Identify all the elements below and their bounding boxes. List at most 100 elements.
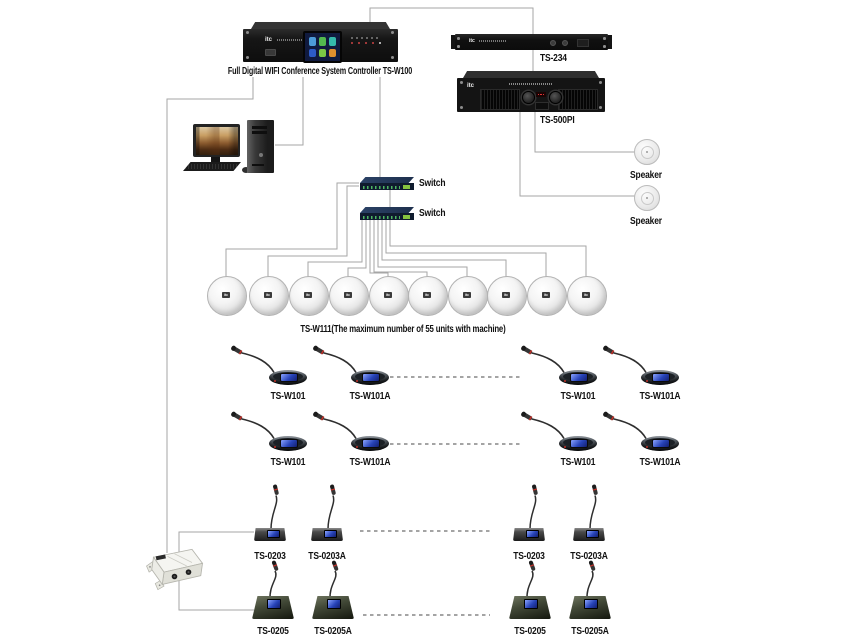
mic-gooseneck: [521, 411, 565, 439]
switch-front: [360, 183, 414, 190]
mic-0205-3: [485, 560, 575, 640]
mic-0203-3-label: TS-0203: [513, 551, 545, 562]
controller-touchscreen: [303, 31, 342, 63]
mic-screen: [652, 372, 670, 382]
mic-w101-r1-1-label: TS-W101: [270, 391, 306, 402]
ceiling-unit-logo-chip: itc: [264, 292, 272, 298]
mic-red-dot: [274, 446, 276, 448]
mic-capsule: [592, 484, 598, 495]
ceiling-unit-9: itc: [527, 276, 567, 316]
ceiling-unit-8: itc: [487, 276, 527, 316]
ceiling-unit-logo-chip: itc: [582, 292, 590, 298]
amp-knob-left: [522, 91, 535, 104]
mic-capsule: [331, 560, 339, 571]
mic-0205-1: [228, 560, 318, 640]
ceiling-speaker-2: [634, 185, 660, 211]
mic-capsule: [330, 484, 336, 495]
wire-switch-ceiling-4: [347, 220, 367, 277]
mic-capsule: [521, 411, 533, 421]
mic-gooseneck: [231, 345, 275, 373]
mouse: [242, 167, 250, 173]
monitor-screen: [195, 126, 238, 155]
controller-logo: itc: [265, 37, 273, 43]
ceiling-unit-1: itc: [207, 276, 247, 316]
mic-red-dot: [356, 446, 358, 448]
network-switch-2: [360, 207, 420, 221]
mic-w101-r2-3: [520, 401, 636, 471]
mic-screen: [267, 598, 281, 609]
mic-screen: [526, 529, 539, 538]
wire-amp-speaker2: [519, 112, 635, 197]
speaker-dot: [645, 196, 648, 199]
mic-gooseneck: [313, 345, 357, 373]
ts234-logo: itc: [469, 38, 475, 44]
mic-w101-r1-3: [520, 335, 636, 405]
amp-display: [536, 92, 546, 97]
wire-controller-ts234: [369, 7, 534, 36]
mic-gooseneck: [521, 345, 565, 373]
mic-0205-3-label: TS-0205: [514, 626, 546, 637]
rack-ear-left: [451, 35, 456, 49]
mic-0203-4: [544, 484, 634, 566]
mic-0205-2-label: TS-0205A: [314, 626, 352, 637]
controller-button: [265, 49, 276, 56]
ceiling-unit-logo-chip: itc: [384, 292, 392, 298]
mic-capsule: [521, 345, 533, 355]
amp-title-text: [509, 83, 553, 85]
rack-ear-right: [607, 35, 612, 49]
tower-vent: [252, 164, 264, 166]
rack-ts234: itc: [451, 34, 612, 50]
ceiling-speaker-1: [634, 139, 660, 165]
ceiling-unit-2: itc: [249, 276, 289, 316]
controller-logo-text: [277, 39, 303, 41]
mic-red-dot: [564, 380, 566, 382]
amp-logo: itc: [467, 83, 475, 89]
amp-ts500pi: itc: [457, 71, 605, 112]
mic-screen: [570, 438, 588, 448]
screen-icon: [329, 37, 336, 46]
mic-0203-2-label: TS-0203A: [308, 551, 346, 562]
controller-face: itc: [243, 29, 398, 63]
switch-top: [360, 177, 414, 183]
wire-switch-ceiling-7: [377, 220, 468, 277]
amp-top-bevel: [463, 71, 599, 78]
mic-gooseneck: [327, 484, 336, 530]
switch-front: [360, 213, 414, 220]
ts500pi-label: TS-500PI: [540, 115, 575, 126]
mic-gooseneck: [313, 411, 357, 439]
network-switch-1: [360, 177, 420, 191]
wire-switch-ceiling-10: [389, 220, 587, 277]
speaker-ring: [640, 145, 654, 159]
tower-power-button: [259, 153, 263, 157]
mic-capsule: [532, 484, 538, 495]
ts234-knob: [550, 40, 556, 46]
amp-vent-left: [480, 89, 520, 110]
switch-ports: [363, 215, 400, 219]
amp-display2: [535, 102, 549, 110]
keyboard: [183, 162, 241, 171]
mic-capsule: [588, 560, 596, 571]
switch-label-1: Switch: [419, 178, 446, 189]
mic-0205-1-label: TS-0205: [257, 626, 289, 637]
controller-led-text: [351, 37, 381, 39]
mic-w101-r1-4: [602, 335, 718, 405]
ceiling-unit-logo-chip: itc: [542, 292, 550, 298]
mic-red-dot: [646, 446, 648, 448]
mic-capsule: [603, 411, 615, 421]
controller-label: Full Digital WIFI Conference System Cont…: [227, 66, 413, 77]
mic-screen: [362, 372, 380, 382]
tower-bay: [252, 126, 267, 129]
mic-gooseneck: [329, 560, 339, 601]
mic-w101-r1-2: [312, 335, 428, 405]
mic-0203-2: [282, 484, 372, 566]
ceiling-caption: TS-W111(The maximum number of 55 units w…: [300, 324, 506, 335]
switch-top: [360, 207, 414, 213]
mic-capsule: [231, 411, 243, 421]
mic-screen: [327, 598, 341, 609]
mic-capsule: [603, 345, 615, 355]
screen-icon: [319, 48, 326, 57]
mic-capsule: [271, 560, 279, 571]
mic-0203-1-label: TS-0203: [254, 551, 286, 562]
wire-switch-ceiling-6: [373, 220, 428, 277]
mic-screen: [524, 598, 538, 609]
